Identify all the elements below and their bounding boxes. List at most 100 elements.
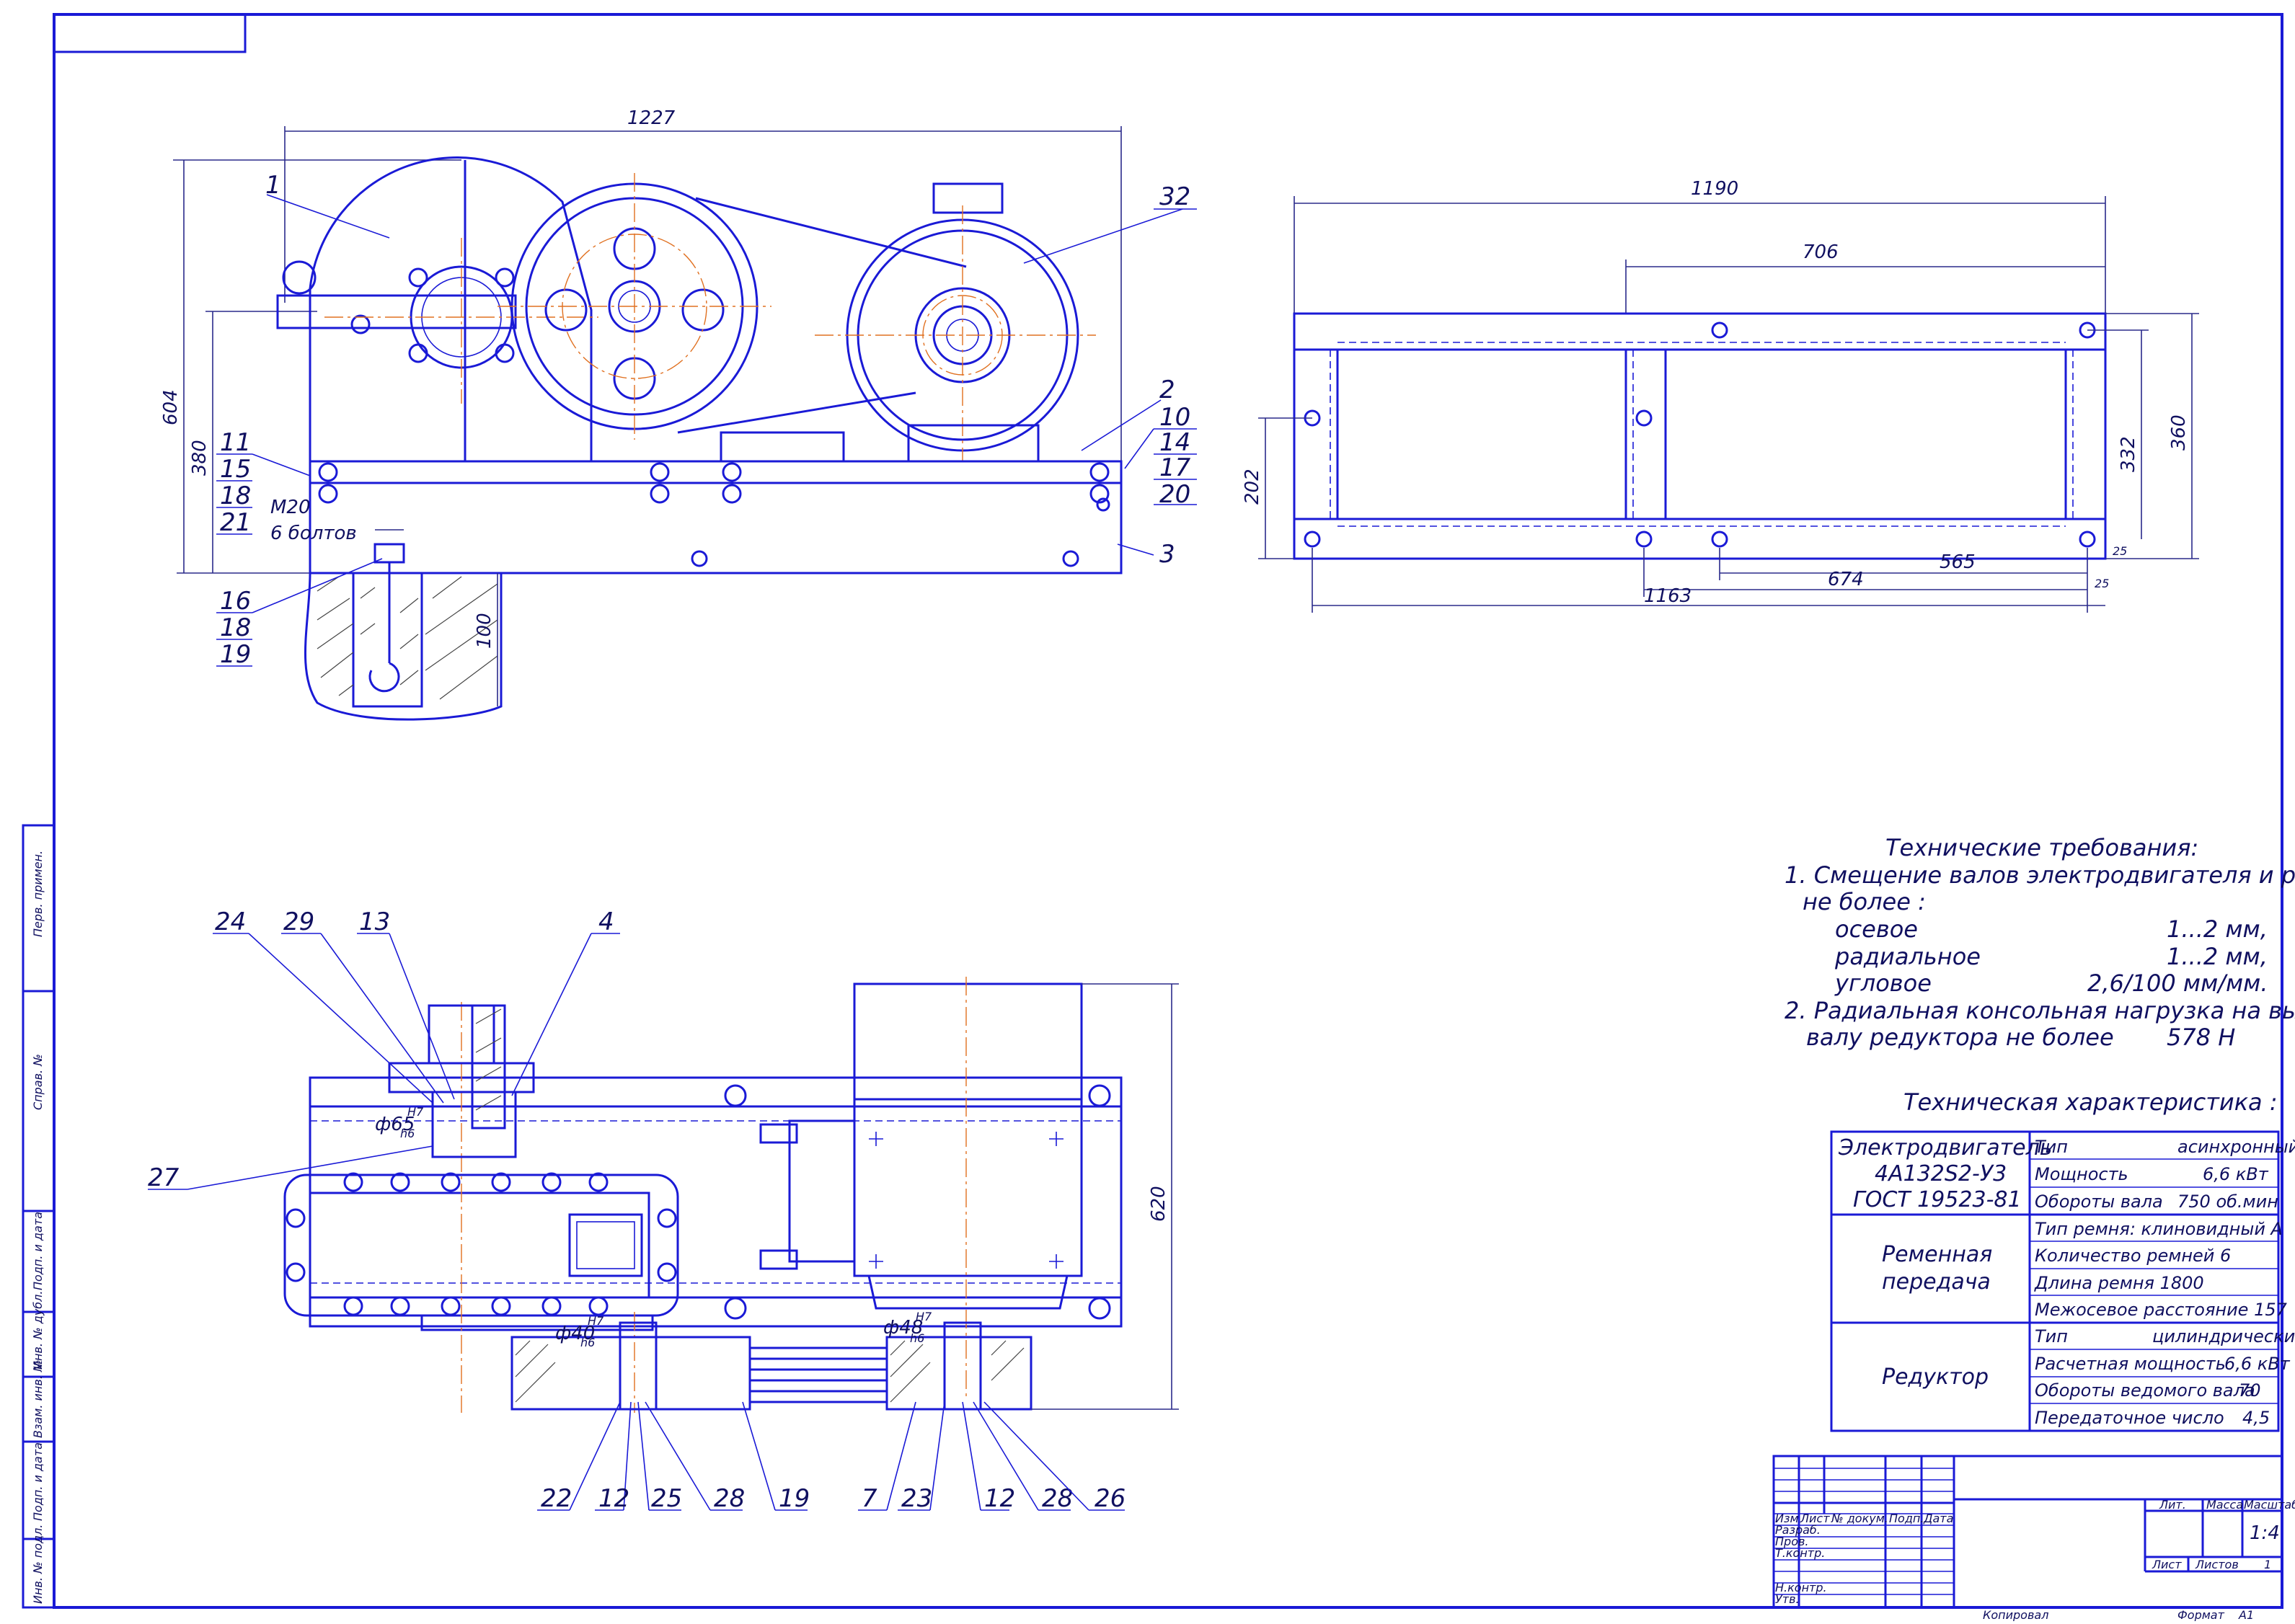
tb-col-4: Подп. [1889, 1512, 1924, 1525]
fit-65: ф65 [375, 1114, 415, 1135]
tb-row-6: Утв. [1775, 1592, 1800, 1606]
tb-row-3: Т.контр. [1775, 1546, 1825, 1560]
pos-16: 16 [220, 587, 251, 616]
pos-19: 19 [220, 640, 251, 669]
req-item-2-label: радиальное [1834, 943, 1981, 970]
dim-1190: 1190 [1691, 178, 1738, 200]
tb-sheet: Лист [2152, 1558, 2182, 1571]
pos-22: 22 [541, 1484, 572, 1513]
pos-24: 24 [215, 908, 246, 936]
req-line2b: валу редуктора не более [1806, 1024, 2114, 1051]
tb-lit: Лит. [2159, 1498, 2186, 1512]
pos-20: 20 [1159, 480, 1190, 509]
pos-7: 7 [862, 1484, 877, 1513]
strip-label-3: Подп. и дата [31, 1212, 45, 1290]
motor-row-2-value: 6,6 кВт [2203, 1164, 2269, 1184]
reducer-row-1-label: Тип [2035, 1326, 2068, 1346]
dim-202: 202 [1242, 469, 1263, 505]
characteristics-table: Техническая характеристика : Электродвиг… [1830, 1088, 2295, 1432]
dim-332: 332 [2118, 436, 2139, 472]
tb-sheets-value: 1 [2264, 1558, 2271, 1571]
pos-12b: 12 [984, 1484, 1015, 1513]
tb-copied: Копировал [1983, 1608, 2048, 1621]
motor-name-2: 4А132S2-У3 [1875, 1161, 2007, 1186]
bolt-size: M20 [270, 497, 311, 518]
strip-label-7: Инв. № подл. [31, 1525, 45, 1604]
strip-label-2: Справ. № [31, 1054, 45, 1110]
tb-col-1: Изм [1775, 1512, 1799, 1525]
dim-25b: 25 [2095, 577, 2109, 590]
frame-plan-view: 1190 706 360 332 202 [1242, 178, 2199, 613]
belt-row-4: Межосевое расстояние 157 [2035, 1300, 2288, 1320]
motor-name-1: Электродвигатель [1838, 1135, 2052, 1161]
plan-view-positions: 24 29 13 4 27 22 12 25 28 19 7 23 [148, 908, 1126, 1513]
tb-row-1: Разраб. [1775, 1523, 1821, 1537]
req-item-2-value: 1...2 мм, [2167, 943, 2268, 970]
pos-18b: 18 [220, 613, 251, 642]
dim-604: 604 [160, 389, 182, 425]
tb-format: Формат [2177, 1608, 2225, 1621]
pos-2: 2 [1159, 376, 1175, 404]
front-view-positions: 1 32 2 10 14 17 20 11 15 18 21 16 18 19 … [216, 171, 1197, 669]
plan-view: ф65 H7 h6 ф40 H7 h6 ф48 H7 h6 620 [283, 977, 1179, 1413]
char-title: Техническая характеристика : [1903, 1088, 2278, 1116]
fit-48: ф48 [883, 1317, 923, 1339]
dim-1163: 1163 [1644, 585, 1692, 607]
dim-25a: 25 [2113, 544, 2127, 558]
pos-1: 1 [265, 171, 281, 200]
dim-706: 706 [1803, 241, 1839, 263]
pos-18: 18 [220, 482, 251, 510]
req-item-3-label: угловое [1834, 969, 1932, 997]
pos-14: 14 [1159, 428, 1190, 457]
front-view: 1227 604 380 [160, 107, 1123, 721]
pos-27: 27 [148, 1163, 180, 1192]
req-item-1-label: осевое [1835, 915, 1918, 943]
belt-row-1: Тип ремня: клиновидный А [2035, 1219, 2283, 1239]
tb-format-value: А1 [2238, 1608, 2254, 1621]
motor-row-1-value: асинхронный [2177, 1137, 2295, 1157]
tb-col-3: № докум. [1831, 1512, 1888, 1525]
pos-15: 15 [220, 455, 251, 484]
fit-40: ф40 [555, 1323, 595, 1344]
req-line2: 2. Радиальная консольная нагрузка на вых… [1785, 997, 2295, 1024]
tb-col-2: Лист [1800, 1512, 1830, 1525]
strip-label-1: Перв. примен. [31, 851, 45, 937]
belt-row-3: Длина ремня 1800 [2034, 1273, 2204, 1293]
pos-29: 29 [283, 908, 314, 936]
tb-sheets: Листов [2195, 1558, 2239, 1571]
req-item-3-value: 2,6/100 мм/мм. [2087, 969, 2268, 997]
pos-4: 4 [598, 908, 614, 936]
motor-row-3-label: Обороты вала [2035, 1192, 2163, 1212]
pos-3: 3 [1159, 540, 1175, 569]
motor-row-2-label: Мощность [2035, 1164, 2128, 1184]
fit-40-h7: H7 [588, 1314, 604, 1328]
motor-row-3-value: 750 об.мин [2177, 1192, 2278, 1212]
fit-65-h7: H7 [407, 1105, 424, 1119]
req-line2-value: 578 Н [2167, 1024, 2235, 1051]
dim-565: 565 [1940, 551, 1976, 573]
reducer-name: Редуктор [1882, 1365, 1989, 1390]
pos-28: 28 [714, 1484, 745, 1513]
fit-48-h6: h6 [910, 1331, 924, 1345]
sheet-frame [22, 13, 2283, 1609]
reducer-row-2-value: 6,6 кВт [2224, 1354, 2291, 1374]
pos-13: 13 [359, 908, 390, 936]
req-item-1-value: 1...2 мм, [2167, 915, 2268, 943]
reducer-row-4-label: Передаточное число [2035, 1408, 2224, 1428]
pos-25: 25 [651, 1484, 682, 1513]
reducer-row-4-value: 4,5 [2242, 1408, 2270, 1428]
pos-32: 32 [1159, 182, 1190, 211]
motor-row-1-label: Тип [2035, 1137, 2068, 1157]
reducer-row-1-value: цилиндрический [2152, 1326, 2295, 1346]
reducer-row-3-value: 70 [2239, 1380, 2261, 1401]
dim-100: 100 [474, 613, 495, 649]
tb-scale: Масштаб [2244, 1498, 2295, 1512]
pos-10: 10 [1159, 403, 1190, 432]
req-title: Технические требования: [1885, 834, 2198, 861]
pos-26: 26 [1095, 1484, 1126, 1513]
req-line1: 1. Смещение валов электродвигателя и ред… [1785, 861, 2295, 889]
strip-label-6: Подп. и дата [31, 1442, 45, 1521]
dim-620: 620 [1148, 1186, 1169, 1222]
pos-21: 21 [220, 508, 251, 537]
